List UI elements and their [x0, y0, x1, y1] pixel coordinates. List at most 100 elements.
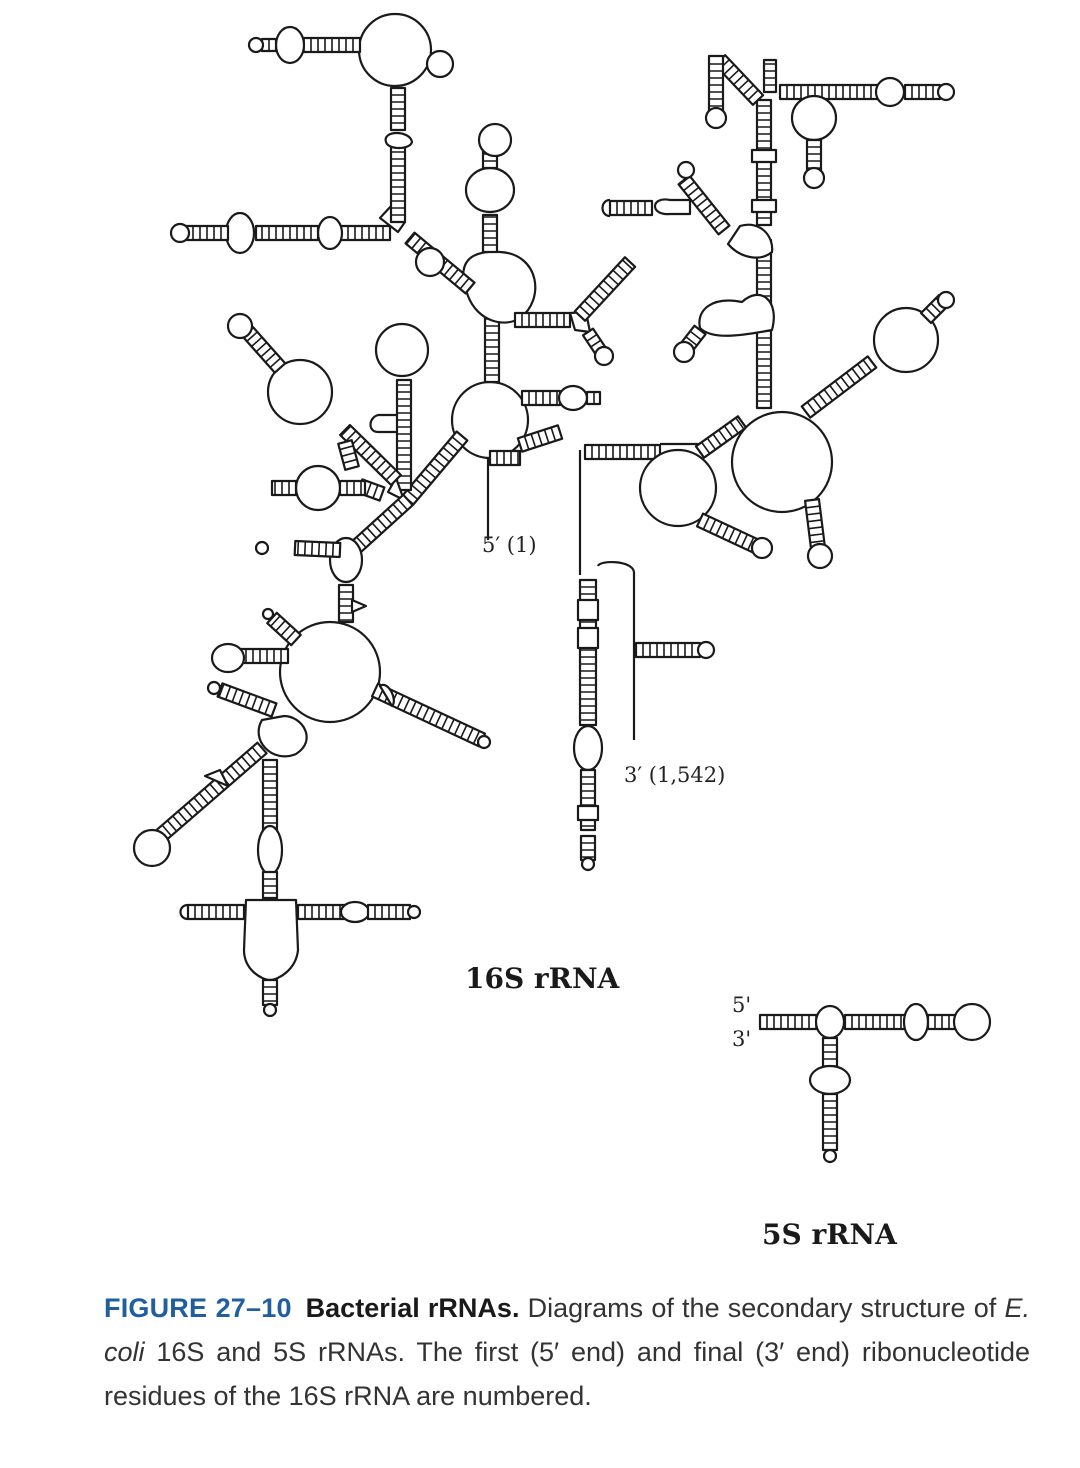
base-pair-rungs: [270, 615, 297, 641]
bulge-marker: [203, 768, 230, 788]
loop: [266, 358, 334, 426]
helix: [293, 539, 342, 559]
helix: [677, 174, 731, 236]
loop: [414, 246, 446, 278]
helix: [261, 870, 279, 900]
helix: [758, 1013, 822, 1031]
internal-loop: [339, 900, 371, 924]
loop: [262, 1002, 278, 1018]
bulge-marker: [350, 598, 368, 614]
base-pair-rungs: [346, 481, 362, 495]
base-pair-rungs: [586, 333, 602, 348]
base-pair-rungs: [246, 331, 282, 369]
helix: [349, 493, 414, 555]
internal-loop: [224, 211, 256, 255]
rrna-5s-five-prime-mark: 5': [732, 993, 751, 1017]
loop: [936, 290, 956, 310]
helix: [608, 199, 654, 217]
loop: [261, 607, 275, 621]
three-prime-end-label: 3′ (1,542): [624, 763, 725, 787]
base-pair-rungs: [263, 986, 277, 1002]
internal-loop: [902, 1002, 930, 1042]
loop: [477, 122, 513, 158]
base-pair-rungs: [616, 201, 646, 215]
loop: [790, 94, 838, 142]
base-pair-rungs: [245, 649, 282, 663]
helix: [762, 58, 778, 94]
helix-outline: [481, 213, 499, 254]
helix: [488, 449, 522, 467]
helix: [821, 1036, 839, 1070]
loop: [872, 306, 940, 374]
bulge: [576, 598, 600, 622]
base-pair-rungs: [678, 175, 726, 230]
figure-caption: FIGURE 27–10 Bacterial rRNAs. Diagrams of…: [104, 1286, 1030, 1418]
base-pair-rungs: [579, 259, 634, 317]
helix-outline: [296, 36, 362, 54]
base-pair-rungs: [296, 541, 335, 557]
helix-outline: [152, 741, 268, 845]
helix: [270, 479, 298, 497]
base-pair-rungs: [523, 427, 557, 450]
loop: [730, 410, 834, 514]
internal-loop: [316, 215, 344, 251]
helix-outline: [293, 539, 342, 559]
internal-loop: [874, 76, 906, 108]
helix: [254, 224, 320, 242]
internal-loop: [808, 1064, 852, 1096]
bulge: [378, 683, 395, 708]
base-pair-rungs: [528, 391, 558, 405]
loop: [704, 106, 728, 130]
helix: [395, 378, 413, 492]
helix: [261, 758, 279, 837]
base-pair-rungs: [339, 445, 358, 464]
five-prime-end-label: 5′ (1): [482, 533, 537, 557]
base-pair-rungs: [521, 313, 565, 327]
internal-loop: [256, 824, 284, 876]
loop: [294, 464, 342, 512]
loop: [278, 620, 382, 724]
helix-outline: [520, 389, 562, 407]
loop: [806, 542, 834, 570]
internal-loop: [210, 642, 246, 674]
helix: [481, 213, 499, 254]
helix: [216, 682, 278, 718]
rrna-secondary-structure: [132, 12, 992, 1164]
figure-title: Bacterial rRNAs.: [305, 1293, 520, 1323]
helix: [583, 443, 662, 461]
rrna-16s-title: 16S rRNA: [465, 962, 621, 995]
caption-text-1: Diagrams of the secondary structure of: [527, 1293, 997, 1323]
helix: [800, 355, 878, 419]
helix: [585, 390, 602, 406]
figure-label: FIGURE 27–10: [104, 1293, 292, 1323]
helix: [184, 224, 230, 242]
loop: [406, 904, 422, 920]
loop: [952, 1002, 992, 1042]
bulge: [384, 131, 414, 150]
helix-outline: [488, 449, 522, 467]
loop: [169, 222, 191, 244]
base-pair-rungs: [851, 1015, 902, 1029]
base-pair-rungs: [263, 766, 277, 831]
loop: [822, 1148, 838, 1164]
helix: [401, 430, 469, 506]
loop: [374, 322, 430, 378]
internal-loop: [814, 1004, 846, 1040]
loop: [580, 856, 596, 872]
loop: [206, 680, 222, 696]
helix: [338, 224, 392, 242]
hairpin-loop: [242, 898, 300, 982]
loop: [638, 448, 718, 528]
base-pair-rungs: [911, 85, 934, 99]
caption-text-2: 16S and 5S rRNAs. The first (5′ end) and…: [104, 1337, 1030, 1411]
rrna-diagram: 5′ (1) 3′ (1,542) 16S rRNA 5' 3' 5S rRNA: [132, 12, 992, 1250]
base-pair-rungs: [823, 1044, 837, 1067]
helix-outline: [573, 256, 637, 322]
helix: [520, 389, 562, 407]
loop: [132, 828, 172, 868]
helix-outline: [677, 174, 731, 236]
base-pair-rungs: [350, 498, 409, 553]
base-pair-rungs: [805, 505, 825, 544]
loop: [476, 734, 492, 750]
helix-outline: [758, 1013, 822, 1031]
